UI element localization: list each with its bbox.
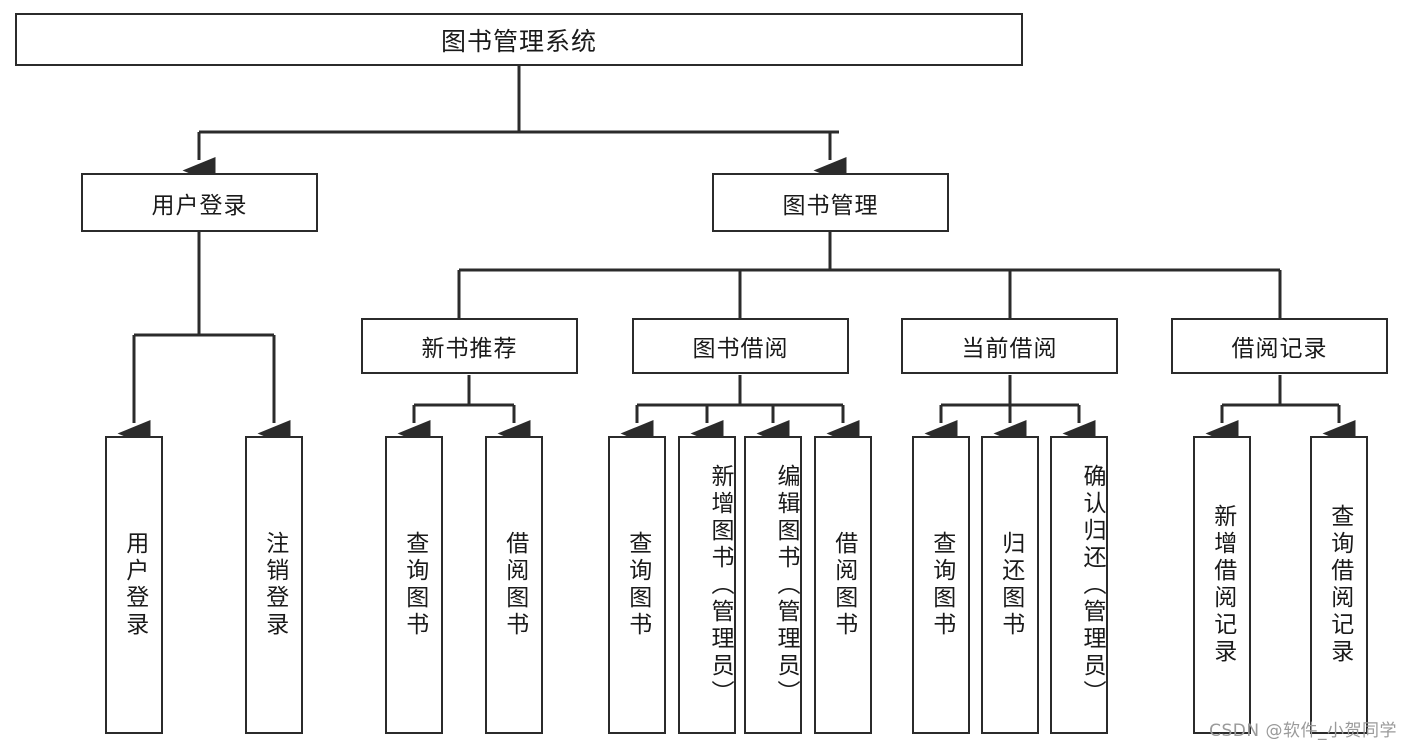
leaf-label: 借阅图书 [830,531,857,639]
node-leaf-return-book[interactable]: 归还图书 [981,436,1039,734]
leaf-label: 查询图书 [928,531,955,639]
node-leaf-query-borrow-record[interactable]: 查询借阅记录 [1310,436,1368,734]
node-leaf-logout-login[interactable]: 注销登录 [245,436,303,734]
leaf-label: 新增图书（管理员） [707,463,733,707]
leaf-label: 注销登录 [261,531,288,639]
leaf-label: 用户登录 [121,531,148,639]
node-borrow-record[interactable]: 借阅记录 [1171,318,1388,374]
leaf-label: 借阅图书 [501,531,528,639]
node-leaf-query-book-1[interactable]: 查询图书 [385,436,443,734]
node-leaf-add-borrow-record[interactable]: 新增借阅记录 [1193,436,1251,734]
leaf-label: 编辑图书（管理员） [773,463,799,707]
node-user-login[interactable]: 用户登录 [81,173,318,232]
node-leaf-borrow-book-1[interactable]: 借阅图书 [485,436,543,734]
node-leaf-user-login[interactable]: 用户登录 [105,436,163,734]
node-leaf-edit-book[interactable]: 编辑图书（管理员） [744,436,802,734]
node-book-management[interactable]: 图书管理 [712,173,949,232]
node-leaf-confirm-return[interactable]: 确认归还（管理员） [1050,436,1108,734]
node-new-book-recommend[interactable]: 新书推荐 [361,318,578,374]
leaf-label: 查询图书 [401,531,428,639]
node-book-management-system[interactable]: 图书管理系统 [15,13,1023,66]
leaf-label: 确认归还（管理员） [1079,463,1105,707]
leaf-label: 查询图书 [624,531,651,639]
node-leaf-query-book-3[interactable]: 查询图书 [912,436,970,734]
node-leaf-query-book-2[interactable]: 查询图书 [608,436,666,734]
node-leaf-add-book[interactable]: 新增图书（管理员） [678,436,736,734]
leaf-label: 查询借阅记录 [1326,504,1353,666]
watermark-text: CSDN @软件_小贺同学 [1209,721,1397,741]
leaf-label: 归还图书 [997,531,1024,639]
node-book-borrow[interactable]: 图书借阅 [632,318,849,374]
node-leaf-borrow-book-2[interactable]: 借阅图书 [814,436,872,734]
leaf-label: 新增借阅记录 [1209,504,1236,666]
node-current-borrow[interactable]: 当前借阅 [901,318,1118,374]
